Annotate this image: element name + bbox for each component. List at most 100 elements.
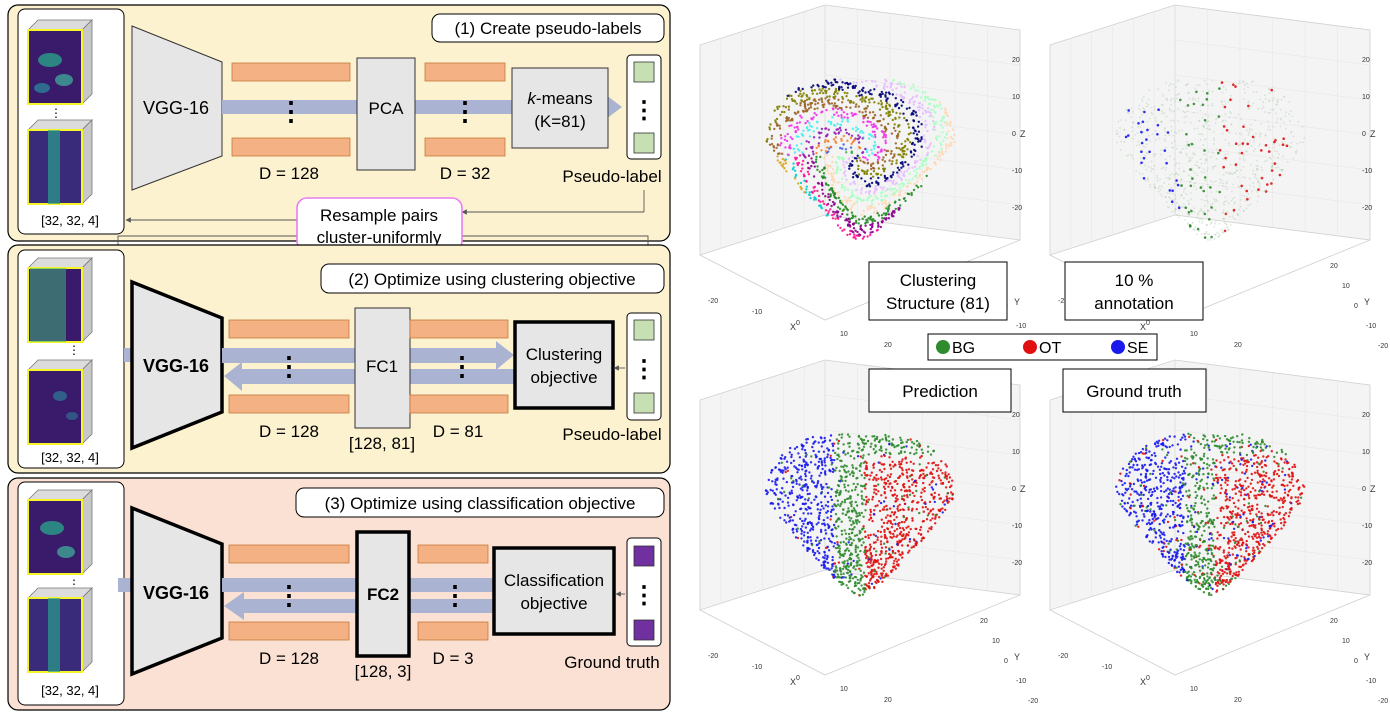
scatter-point	[885, 101, 889, 105]
scatter-point	[806, 499, 810, 502]
scatter-point	[947, 145, 950, 148]
scatter-point	[870, 558, 873, 561]
scatter-point	[779, 113, 782, 117]
scatter-point	[1205, 98, 1209, 101]
stage-1-feature-a-ellipsis: ⋮	[278, 96, 304, 126]
scatter-point	[845, 178, 848, 181]
scatter-point	[1145, 138, 1148, 141]
scatter-point	[855, 522, 858, 525]
scatter-point	[1215, 118, 1217, 121]
scatter-point	[827, 193, 830, 196]
scatter-point	[900, 82, 903, 86]
scatter-point	[1262, 536, 1265, 539]
scatter-point	[1247, 134, 1250, 137]
scatter-point	[830, 204, 833, 208]
scatter-point	[897, 194, 900, 197]
scatter-point	[779, 498, 782, 501]
scatter-point	[880, 574, 884, 577]
scatter-point	[928, 527, 931, 530]
scatter-point	[934, 464, 938, 467]
scatter-point	[879, 572, 883, 575]
scatter-point	[797, 182, 800, 185]
scatter-point	[1231, 197, 1234, 200]
scatter-point	[849, 162, 852, 165]
scatter-point	[786, 514, 790, 517]
scatter-point	[1260, 177, 1263, 180]
scatter-point	[770, 134, 774, 138]
scatter-point	[866, 184, 869, 187]
stage-2-patch-ellipsis: ⋮	[68, 343, 80, 357]
scatter-point	[814, 456, 818, 459]
scatter-point	[808, 521, 812, 524]
scatter-point	[930, 114, 933, 117]
scatter-point	[820, 564, 823, 567]
scatter-point	[1235, 514, 1239, 517]
scatter-point	[1192, 102, 1196, 106]
scatter-point	[1164, 140, 1167, 142]
x-tick-label: 0	[1146, 320, 1150, 327]
scatter-point	[1213, 137, 1216, 140]
scatter-point	[800, 507, 803, 510]
scatter-point	[825, 567, 828, 570]
scatter-point	[1238, 186, 1241, 189]
scatter-point	[858, 447, 861, 450]
scatter-point	[1242, 210, 1245, 213]
scatter-point	[1234, 85, 1237, 88]
scatter-point	[1256, 481, 1260, 484]
scatter-point	[1270, 450, 1274, 453]
scatter-point	[1161, 459, 1164, 463]
scatter-point	[854, 113, 857, 116]
scatter-point	[836, 122, 839, 126]
scatter-point	[900, 166, 903, 169]
scatter-point	[1218, 222, 1221, 225]
scatter-point	[1266, 129, 1269, 131]
scatter-point	[940, 147, 943, 150]
scatter-point	[835, 535, 838, 538]
scatter-point	[853, 575, 857, 579]
scatter-point	[1183, 206, 1185, 209]
scatter-point	[843, 560, 846, 563]
stage-2-feature-b-top	[409, 319, 509, 339]
scatter-point	[894, 142, 897, 145]
scatter-point	[1153, 183, 1156, 186]
scatter-point	[819, 200, 822, 203]
scatter-point	[830, 458, 834, 462]
scatter-point	[862, 498, 866, 502]
stage-1-network-block	[131, 25, 223, 191]
scatter-point	[868, 183, 871, 186]
scatter-point	[1273, 525, 1276, 528]
scatter-point	[827, 101, 830, 104]
scatter-point	[1264, 485, 1267, 488]
scatter-point	[810, 125, 814, 128]
y-tick-label: -10	[1366, 678, 1376, 685]
scatter-point	[1240, 151, 1244, 155]
scatter-point	[792, 459, 796, 462]
scatter-point	[1123, 141, 1126, 143]
scatter-point	[798, 154, 802, 157]
scatter-point	[838, 207, 842, 210]
scatter-point	[843, 91, 846, 95]
scatter-point	[850, 142, 853, 145]
scatter-point	[868, 558, 871, 561]
scatter-point	[893, 209, 896, 213]
scatter-point	[778, 506, 781, 510]
scatter-point	[864, 224, 867, 227]
scatter-point	[841, 185, 844, 188]
scatter-point	[863, 588, 866, 591]
scatter-point	[891, 110, 895, 114]
scatter-point	[1212, 168, 1214, 170]
z-tick-label: 10	[1012, 449, 1020, 456]
scatter-point	[1253, 150, 1255, 152]
scatter-point	[864, 147, 867, 151]
scatter-point	[883, 487, 887, 490]
scatter-point	[829, 120, 833, 124]
scatter-point	[1267, 112, 1270, 114]
scatter-point	[816, 543, 819, 546]
scatter-point	[1163, 128, 1166, 131]
scatter-point	[829, 495, 833, 498]
scatter-point	[1171, 203, 1174, 205]
scatter-point	[1203, 503, 1207, 506]
scatter-point	[851, 577, 855, 580]
scatter-point	[1256, 165, 1259, 168]
scatter-point	[819, 471, 823, 475]
